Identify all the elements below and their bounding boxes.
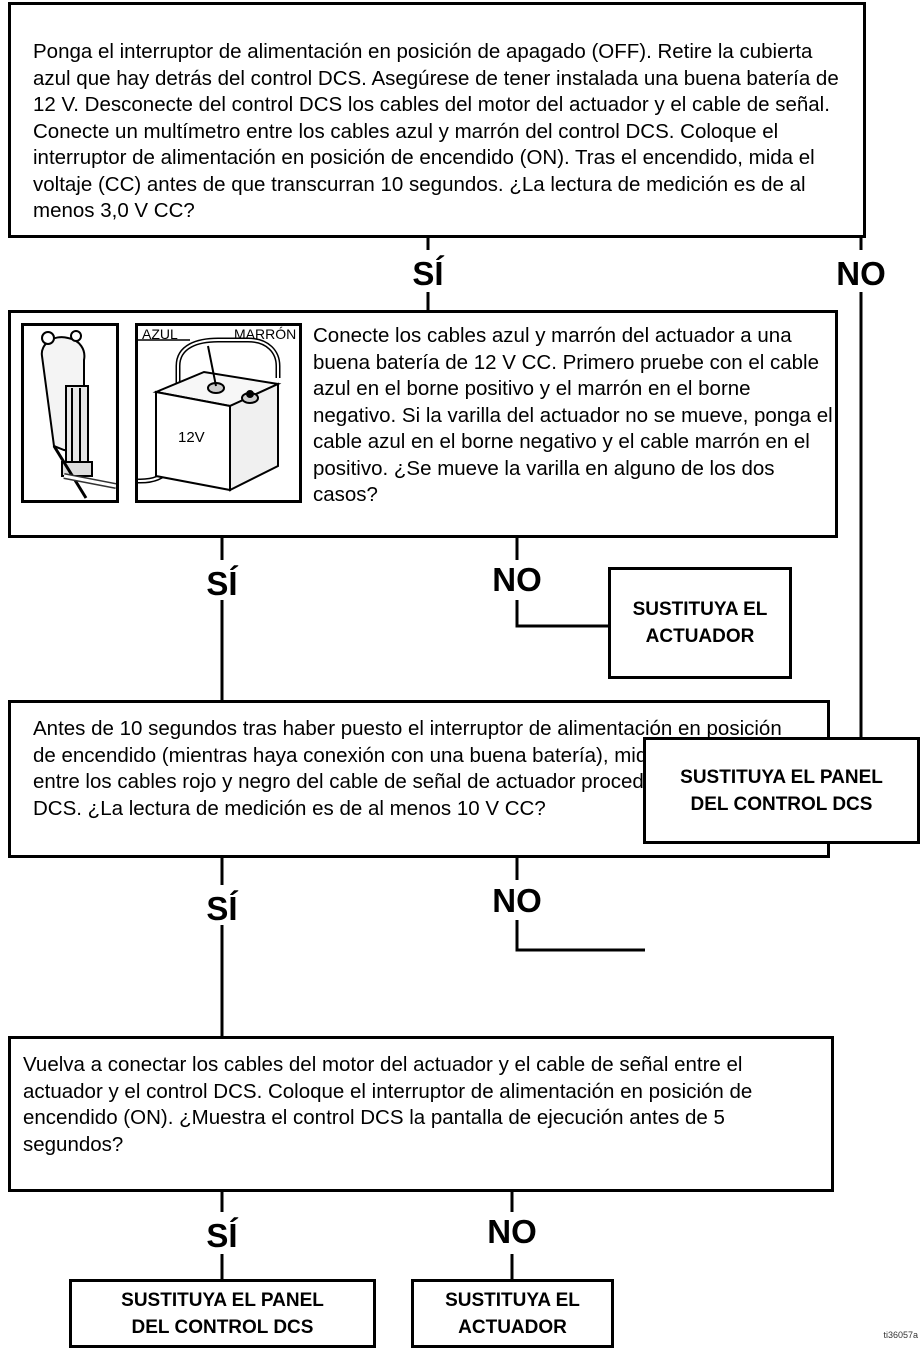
question-4-text: Vuelva a conectar los cables del motor d… (23, 1053, 753, 1156)
question-1-text: Ponga el interruptor de alimentación en … (33, 40, 839, 222)
connector-q2-no-elbow (515, 600, 609, 628)
q2-no-label: NO (492, 561, 542, 598)
connector-q3-no-elbow (515, 920, 645, 952)
battery-label-brown: MARRÓN (234, 326, 297, 342)
question-3-text: Antes de 10 segundos tras haber puesto e… (33, 717, 795, 820)
q3-yes-label: SÍ (206, 890, 238, 927)
question-box-3: Antes de 10 segundos tras haber puesto e… (8, 700, 830, 858)
actuator-photo (21, 323, 119, 503)
question-box-4: Vuelva a conectar los cables del motor d… (8, 1036, 834, 1192)
replace-actuator-1-line1: SUSTITUYA EL (632, 599, 768, 620)
q4-yes-label: SÍ (206, 1217, 238, 1254)
replace-actuator-2-line2: ACTUADOR (458, 1316, 567, 1338)
q1-yes-label: SÍ (412, 255, 444, 292)
battery-label-blue: AZUL (142, 326, 178, 342)
replace-panel-1-line1: SUSTITUYA EL PANEL (680, 766, 883, 788)
question-2-text: Conecte los cables azul y marrón del act… (313, 324, 833, 506)
question-box-1: Ponga el interruptor de alimentación en … (8, 2, 866, 238)
replace-control-panel-box-2: SUSTITUYA EL PANEL DEL CONTROL DCS (69, 1279, 376, 1348)
actuator-illustration (40, 330, 116, 499)
replace-panel-1-line2: DEL CONTROL DCS (690, 793, 873, 815)
q3-no-label: NO (492, 882, 542, 919)
replace-actuator-box-1: SUSTITUYA EL ACTUADOR (608, 567, 792, 679)
replace-control-panel-box-1: SUSTITUYA EL PANEL DEL CONTROL DCS (643, 737, 920, 844)
q1-no-label: NO (836, 255, 886, 292)
q4-no-label: NO (487, 1213, 537, 1250)
question-box-2: AZUL MARRÓN 12V Conecte los cables azul … (8, 310, 838, 538)
figure-reference: ti36057a (883, 1330, 918, 1340)
q2-yes-label: SÍ (206, 565, 238, 602)
battery-label-12v: 12V (178, 429, 205, 446)
replace-panel-2-line1: SUSTITUYA EL PANEL (121, 1289, 324, 1311)
battery-diagram (138, 337, 282, 492)
replace-actuator-2-line1: SUSTITUYA EL (445, 1289, 580, 1311)
replace-actuator-box-2: SUSTITUYA EL ACTUADOR (411, 1279, 614, 1348)
battery-illustration: AZUL MARRÓN 12V (135, 323, 302, 503)
replace-actuator-1-line2: ACTUADOR (645, 626, 755, 647)
replace-panel-2-line2: DEL CONTROL DCS (131, 1316, 314, 1338)
